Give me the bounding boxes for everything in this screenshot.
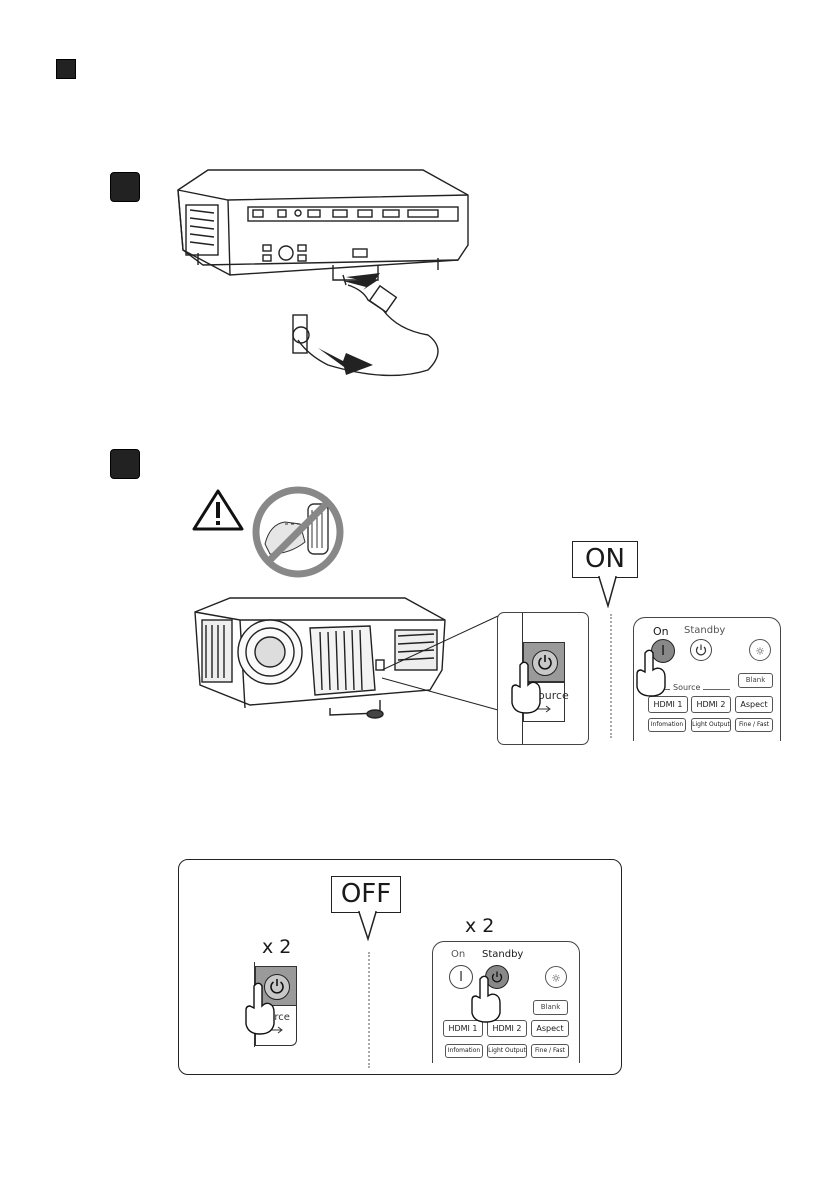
remote-on-light-output-button[interactable]: Light Output (691, 718, 731, 732)
remote-on-information-button[interactable]: Infomation (648, 718, 686, 732)
on-callout: ON (572, 541, 638, 578)
remote-off-information-button[interactable]: Infomation (445, 1044, 483, 1058)
pointing-hand-icon (634, 648, 668, 698)
remote-on-blank-button[interactable]: Blank (738, 673, 773, 688)
step-2-marker-icon (110, 449, 140, 479)
zoom-connector (380, 610, 505, 720)
remote-on-standby-button[interactable] (690, 639, 712, 661)
off-callout-pointer (358, 911, 378, 941)
pointing-hand-icon (508, 659, 544, 715)
remote-off: On Standby I ☼ Blank HDMI 1 HDMI 2 Aspec… (432, 941, 580, 1063)
section-marker-icon (56, 59, 76, 79)
remote-on-fine-fast-button[interactable]: Fine / Fast (735, 718, 773, 732)
remote-off-label-on: On (451, 949, 465, 960)
remote-off-aspect-button[interactable]: Aspect (531, 1020, 569, 1037)
dotted-divider-on (610, 614, 612, 738)
remote-on-source-label: Source (670, 683, 703, 692)
off-callout: OFF (331, 876, 401, 913)
on-callout-label: ON (585, 544, 625, 574)
projector-rear-illustration (168, 165, 478, 390)
remote-on-aspect-button[interactable]: Aspect (735, 696, 773, 713)
dotted-divider-off (368, 952, 370, 1068)
on-callout-pointer (598, 576, 618, 608)
remote-off-label-standby: Standby (482, 949, 523, 960)
remote-times-label: x 2 (465, 915, 494, 937)
remote-on-label-standby: Standby (684, 625, 725, 636)
warning-triangle-icon (190, 487, 246, 533)
sun-icon: ☼ (755, 645, 765, 658)
button-times-label: x 2 (262, 936, 291, 958)
remote-on-hdmi2-button[interactable]: HDMI 2 (691, 696, 731, 713)
pointing-hand-icon (242, 980, 278, 1036)
control-panel-zoom-on: ource (497, 612, 589, 745)
sun-icon: ☼ (551, 972, 561, 985)
remote-off-blank-button[interactable]: Blank (533, 1000, 568, 1015)
remote-on-brightness-button[interactable]: ☼ (749, 639, 771, 661)
no-look-into-lens-icon (250, 484, 346, 580)
off-callout-label: OFF (341, 879, 391, 909)
remote-off-light-output-button[interactable]: Light Output (487, 1044, 527, 1058)
remote-on: On Standby I ☼ Blank Source HDMI 1 HDMI … (633, 617, 781, 741)
remote-on-hdmi1-button[interactable]: HDMI 1 (648, 696, 688, 713)
step-1-marker-icon (110, 172, 140, 202)
remote-off-brightness-button[interactable]: ☼ (545, 966, 567, 988)
pointing-hand-icon (469, 974, 503, 1024)
power-icon (694, 643, 708, 657)
remote-on-label-on: On (653, 625, 669, 638)
remote-off-fine-fast-button[interactable]: Fine / Fast (531, 1044, 569, 1058)
